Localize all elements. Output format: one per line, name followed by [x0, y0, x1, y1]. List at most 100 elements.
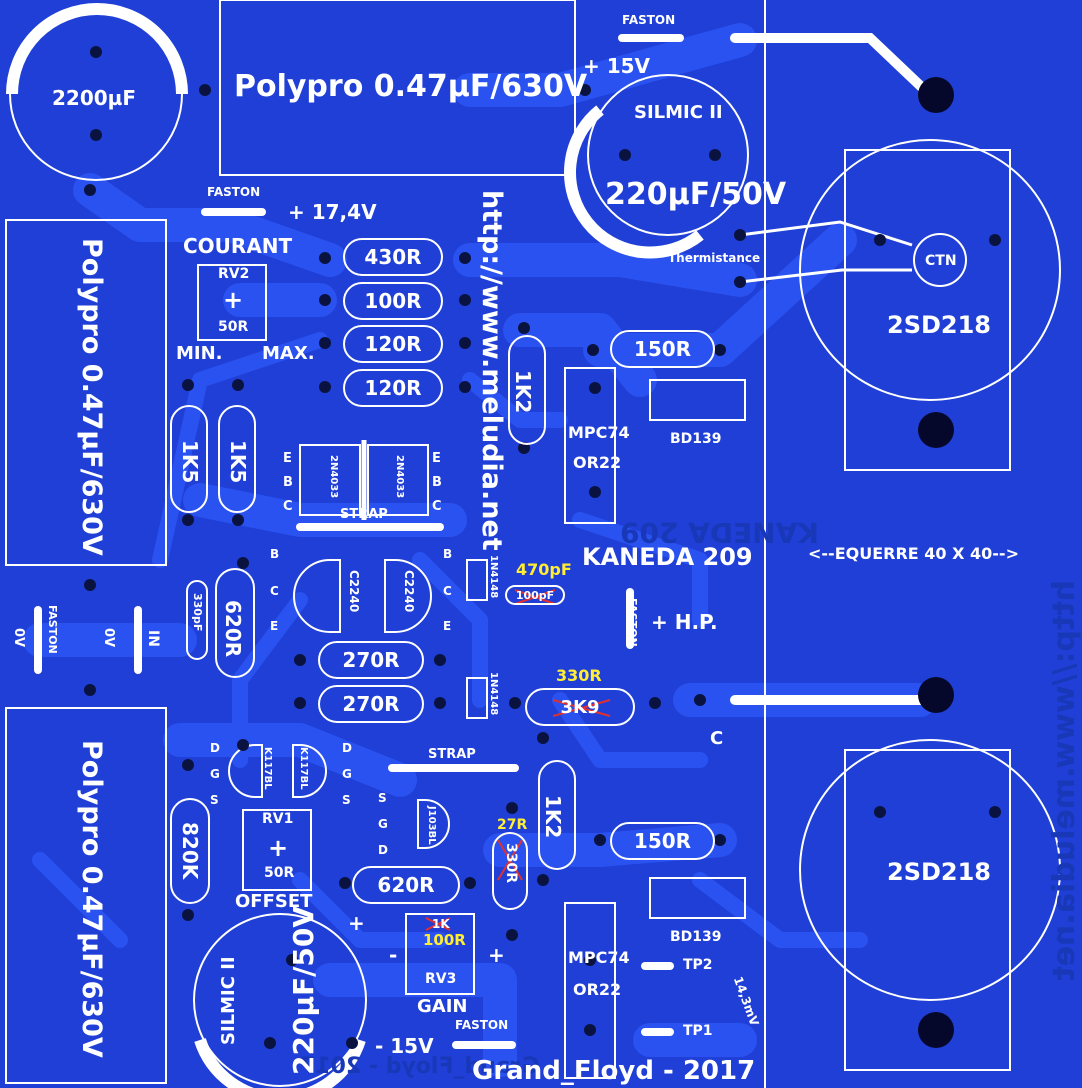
transistor-c2240-b: C2240	[402, 570, 416, 613]
pin-b-d: B	[443, 547, 453, 561]
zero-v-a: 0V	[11, 628, 26, 648]
resistor-150r-b: 150R	[610, 822, 715, 860]
resistor-27r-note: 27R	[497, 817, 528, 833]
tp1-label: TP1	[683, 1023, 713, 1039]
pin-c-d: C	[443, 584, 452, 598]
pin-e-a: E	[283, 451, 292, 466]
min-label: MIN.	[176, 343, 223, 364]
transistor-c2240-a: C2240	[347, 570, 361, 613]
rv3-plus: +	[348, 911, 365, 935]
pin-s-b: S	[342, 793, 351, 807]
strap-1: STRAP	[340, 507, 388, 522]
plus174v-label: + 17,4V	[288, 200, 377, 224]
resistor-820k	[170, 798, 210, 904]
or22-b: OR22	[573, 980, 622, 999]
resistor-1k: 1K	[432, 917, 450, 931]
resistor-620r-a	[215, 568, 255, 678]
plus15v-label: + 15V	[583, 54, 651, 78]
pin-g-b: G	[342, 767, 352, 781]
jfet-j103: J103BL	[426, 806, 437, 845]
rv3-plus-b: +	[488, 943, 505, 967]
resistor-620r-a-label: 620R	[221, 600, 245, 658]
mpc74-b: MPC74	[568, 948, 630, 967]
resistor-1k2-b-label: 1K2	[541, 795, 565, 839]
pin-d-b: D	[342, 741, 352, 755]
resistor-100r-note: 100R	[423, 931, 466, 949]
rv3-label: RV3	[425, 971, 457, 987]
cap-2200-label: 2200µF	[52, 86, 137, 110]
cap-100pf: 100pF	[505, 585, 565, 605]
pin-c-b: C	[432, 499, 442, 514]
strap-2: STRAP	[428, 747, 476, 762]
silmic-bottom-name: SILMIC II	[218, 956, 239, 1045]
faston-hp: FASTON	[626, 598, 639, 647]
mpc74-a: MPC74	[568, 423, 630, 442]
pin-b-c: B	[270, 547, 280, 561]
faston-minus15: FASTON	[455, 1018, 509, 1032]
resistor-1k5-b-label: 1K5	[226, 440, 250, 484]
equerre-label: <--EQUERRE 40 X 40-->	[808, 544, 1019, 563]
pin-c-a: C	[283, 499, 293, 514]
max-label: MAX.	[262, 343, 315, 364]
pin-e-b: E	[432, 451, 441, 466]
silmic-bottom-value: 220µF/50V	[287, 905, 320, 1075]
silmic-top-name: SILMIC II	[634, 102, 723, 123]
offset-label: OFFSET	[235, 891, 313, 912]
transistor-2sd218-b: 2SD218	[887, 858, 992, 886]
polypro-top-label: Polypro 0.47µF/630V	[234, 69, 588, 104]
resistor-1k2-a	[508, 335, 546, 445]
gain-label: GAIN	[417, 996, 468, 1017]
resistor-1k2-a-label: 1K2	[511, 370, 535, 414]
courant-label: COURANT	[183, 234, 293, 258]
rv1-label: RV1	[262, 811, 294, 827]
pin-d-a: D	[210, 741, 220, 755]
diode-1n4148-b: 1N4148	[488, 672, 499, 716]
rv1-value: 50R	[264, 865, 295, 881]
or22-a: OR22	[573, 453, 622, 472]
pin-s-c: S	[378, 791, 387, 805]
pin-e-c: E	[270, 619, 279, 633]
rv3-minus: -	[389, 943, 398, 967]
ctn-label: CTN	[925, 253, 957, 269]
resistor-3k9: 3K9	[525, 688, 635, 726]
hp-label: + H.P.	[651, 610, 718, 634]
credit-label: Grand_Floyd - 2017	[472, 1056, 756, 1086]
pin-b-a: B	[283, 475, 293, 490]
faston-174: FASTON	[207, 185, 261, 199]
pin-c-c: C	[270, 584, 279, 598]
faston-top: FASTON	[622, 13, 676, 27]
diode-1n4148-a: 1N4148	[488, 555, 499, 599]
resistor-120r-b: 120R	[343, 369, 443, 407]
polypro-left-top: Polypro 0.47µF/630V	[76, 238, 107, 556]
kaneda-label: KANEDA 209	[582, 543, 753, 571]
pin-c-e: C	[710, 728, 724, 749]
pin-e-d: E	[443, 619, 452, 633]
resistor-270r-b: 270R	[318, 685, 424, 723]
cap-330pf	[186, 580, 208, 660]
rv2-plus: +	[223, 286, 244, 314]
transistor-2n4033-a: 2N4033	[328, 455, 339, 499]
in-label: IN	[145, 630, 161, 647]
resistor-330r-b-label: 330R	[503, 843, 519, 884]
resistor-270r-a: 270R	[318, 641, 424, 679]
zero-v-b: 0V	[101, 628, 116, 648]
thermistance-label: Thermistance	[668, 251, 761, 265]
pin-b-b: B	[432, 475, 442, 490]
resistor-330r-b	[492, 832, 528, 910]
resistor-330r-note: 330R	[556, 666, 602, 685]
bd139-a: BD139	[670, 431, 722, 447]
transistor-2n4033-b: 2N4033	[394, 455, 405, 499]
pin-s-a: S	[210, 793, 219, 807]
url-vertical: http://www.meludia.net	[476, 190, 507, 551]
rv2-label: RV2	[218, 266, 250, 282]
resistor-1k5-b	[218, 405, 256, 513]
cap-470pf-note: 470pF	[516, 560, 572, 579]
mirror-url: http://www.meludia.net	[1047, 580, 1082, 981]
tp2-label: TP2	[683, 957, 713, 973]
resistor-1k5-a	[170, 405, 208, 513]
polypro-left-bottom: Polypro 0.47µF/630V	[76, 740, 107, 1058]
silmic-top-value: 220µF/50V	[605, 177, 787, 212]
resistor-620r-b: 620R	[352, 866, 460, 904]
jfet-k117-b: K117BL	[298, 747, 309, 790]
resistor-150r-a: 150R	[610, 330, 715, 368]
